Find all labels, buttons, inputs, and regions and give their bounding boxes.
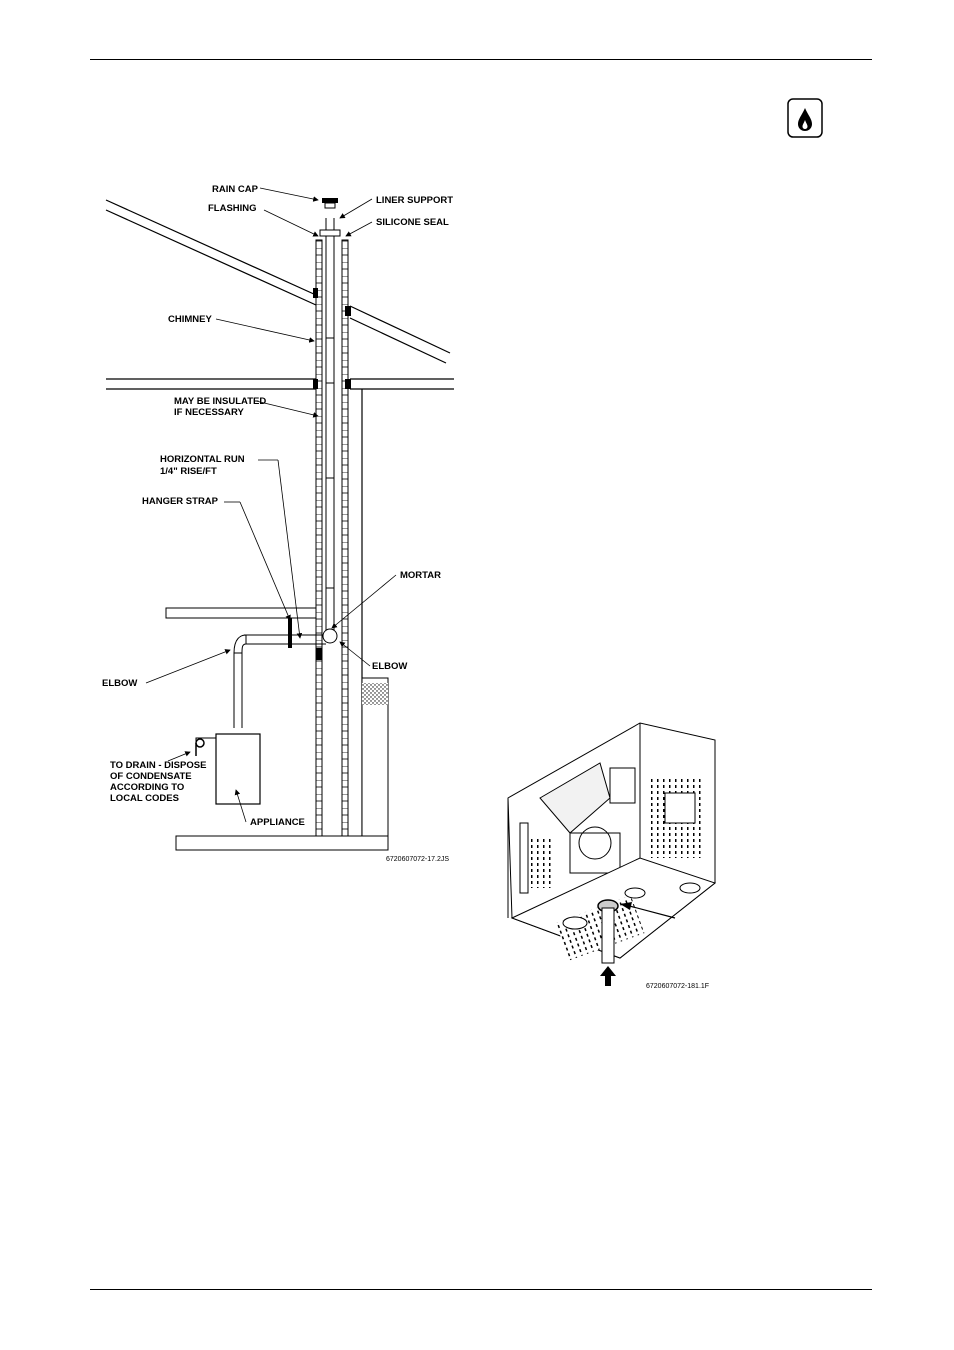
label-insulated-2: IF NECESSARY <box>174 407 245 418</box>
footer-rule <box>90 1289 872 1290</box>
label-rain-cap: RAIN CAP <box>212 184 259 195</box>
label-mortar: MORTAR <box>400 570 441 581</box>
label-flashing: FLASHING <box>208 203 257 214</box>
label-drain-4: LOCAL CODES <box>110 793 179 804</box>
label-horizontal-run-2: 1/4" RISE/FT <box>160 466 217 477</box>
label-appliance: APPLIANCE <box>250 817 305 828</box>
label-elbow-right: ELBOW <box>372 661 407 672</box>
gas-flame-icon <box>787 98 823 138</box>
label-elbow-left: ELBOW <box>102 678 137 689</box>
label-liner-support: LINER SUPPORT <box>376 195 453 206</box>
figure-code-vent: 6720607072-17.2JS <box>386 856 449 863</box>
label-drain-3: ACCORDING TO <box>110 782 184 793</box>
appliance-connection-illustration: 6720607072-181.1F <box>500 718 725 996</box>
label-drain-1: TO DRAIN - DISPOSE <box>110 760 206 771</box>
chimney-vent-diagram: RAIN CAP FLASHING LINER SUPPORT SILICONE… <box>96 178 466 868</box>
label-horizontal-run-1: HORIZONTAL RUN <box>160 454 245 465</box>
label-hanger-strap: HANGER STRAP <box>142 496 219 507</box>
label-drain-2: OF CONDENSATE <box>110 771 192 782</box>
figure-code-appliance: 6720607072-181.1F <box>646 983 709 990</box>
label-silicone-seal: SILICONE SEAL <box>376 217 449 228</box>
label-chimney: CHIMNEY <box>168 314 212 325</box>
header-rule <box>90 59 872 60</box>
label-insulated-1: MAY BE INSULATED <box>174 396 266 407</box>
